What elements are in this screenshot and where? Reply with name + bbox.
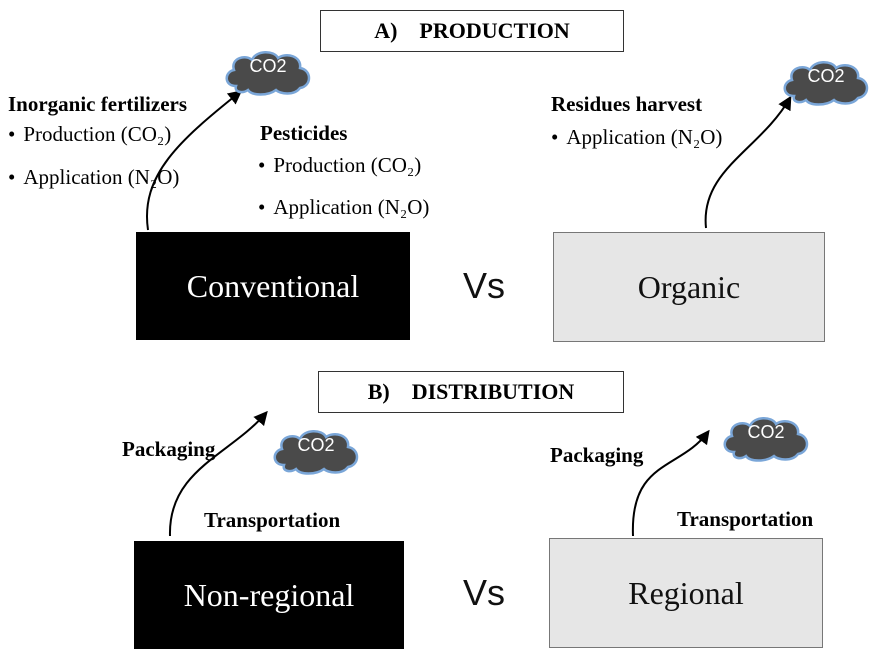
non-regional-emission-arrow-icon [168,410,268,537]
pesticides-item-1: •Production (CO₂) [258,153,422,177]
section-label-distribution: B) DISTRIBUTION [318,371,624,413]
regional-box: Regional [549,538,823,648]
section-label-production: A) PRODUCTION [320,10,624,52]
pesticides-heading: Pesticides [260,121,348,145]
regional-emission-arrow-icon [631,429,710,537]
co2-cloud-icon [273,430,359,475]
co2-cloud-icon [723,417,809,462]
pesticides-item-2: •Application (N₂O) [258,195,430,219]
vs-label-distribution: Vs [463,572,506,613]
co2-cloud-label: CO2 [249,56,287,76]
organic-box: Organic [553,232,825,342]
inorganic-fertilizers-heading: Inorganic fertilizers [8,92,188,116]
co2-cloud-label: CO2 [297,435,335,455]
conventional-emission-arrow-icon [146,90,243,231]
inorganic-item-1: •Production (CO₂) [8,122,172,146]
non-regional-box: Non-regional [134,541,404,649]
inorganic-item-2: •Application (N₂O) [8,165,180,189]
co2-cloud-label: CO2 [807,66,845,86]
residues-item-1: •Application (N₂O) [551,125,723,149]
regional-packaging-label: Packaging [550,443,644,467]
vs-label-production: Vs [463,265,506,306]
non-regional-transportation-label: Transportation [204,508,341,532]
co2-cloud-label: CO2 [747,422,785,442]
conventional-box: Conventional [136,232,410,340]
co2-cloud-icon [225,51,311,96]
residues-harvest-heading: Residues harvest [551,92,703,116]
non-regional-packaging-label: Packaging [122,437,216,461]
co2-cloud-icon [783,61,869,106]
regional-transportation-label: Transportation [677,507,814,531]
organic-emission-arrow-icon [704,95,792,229]
